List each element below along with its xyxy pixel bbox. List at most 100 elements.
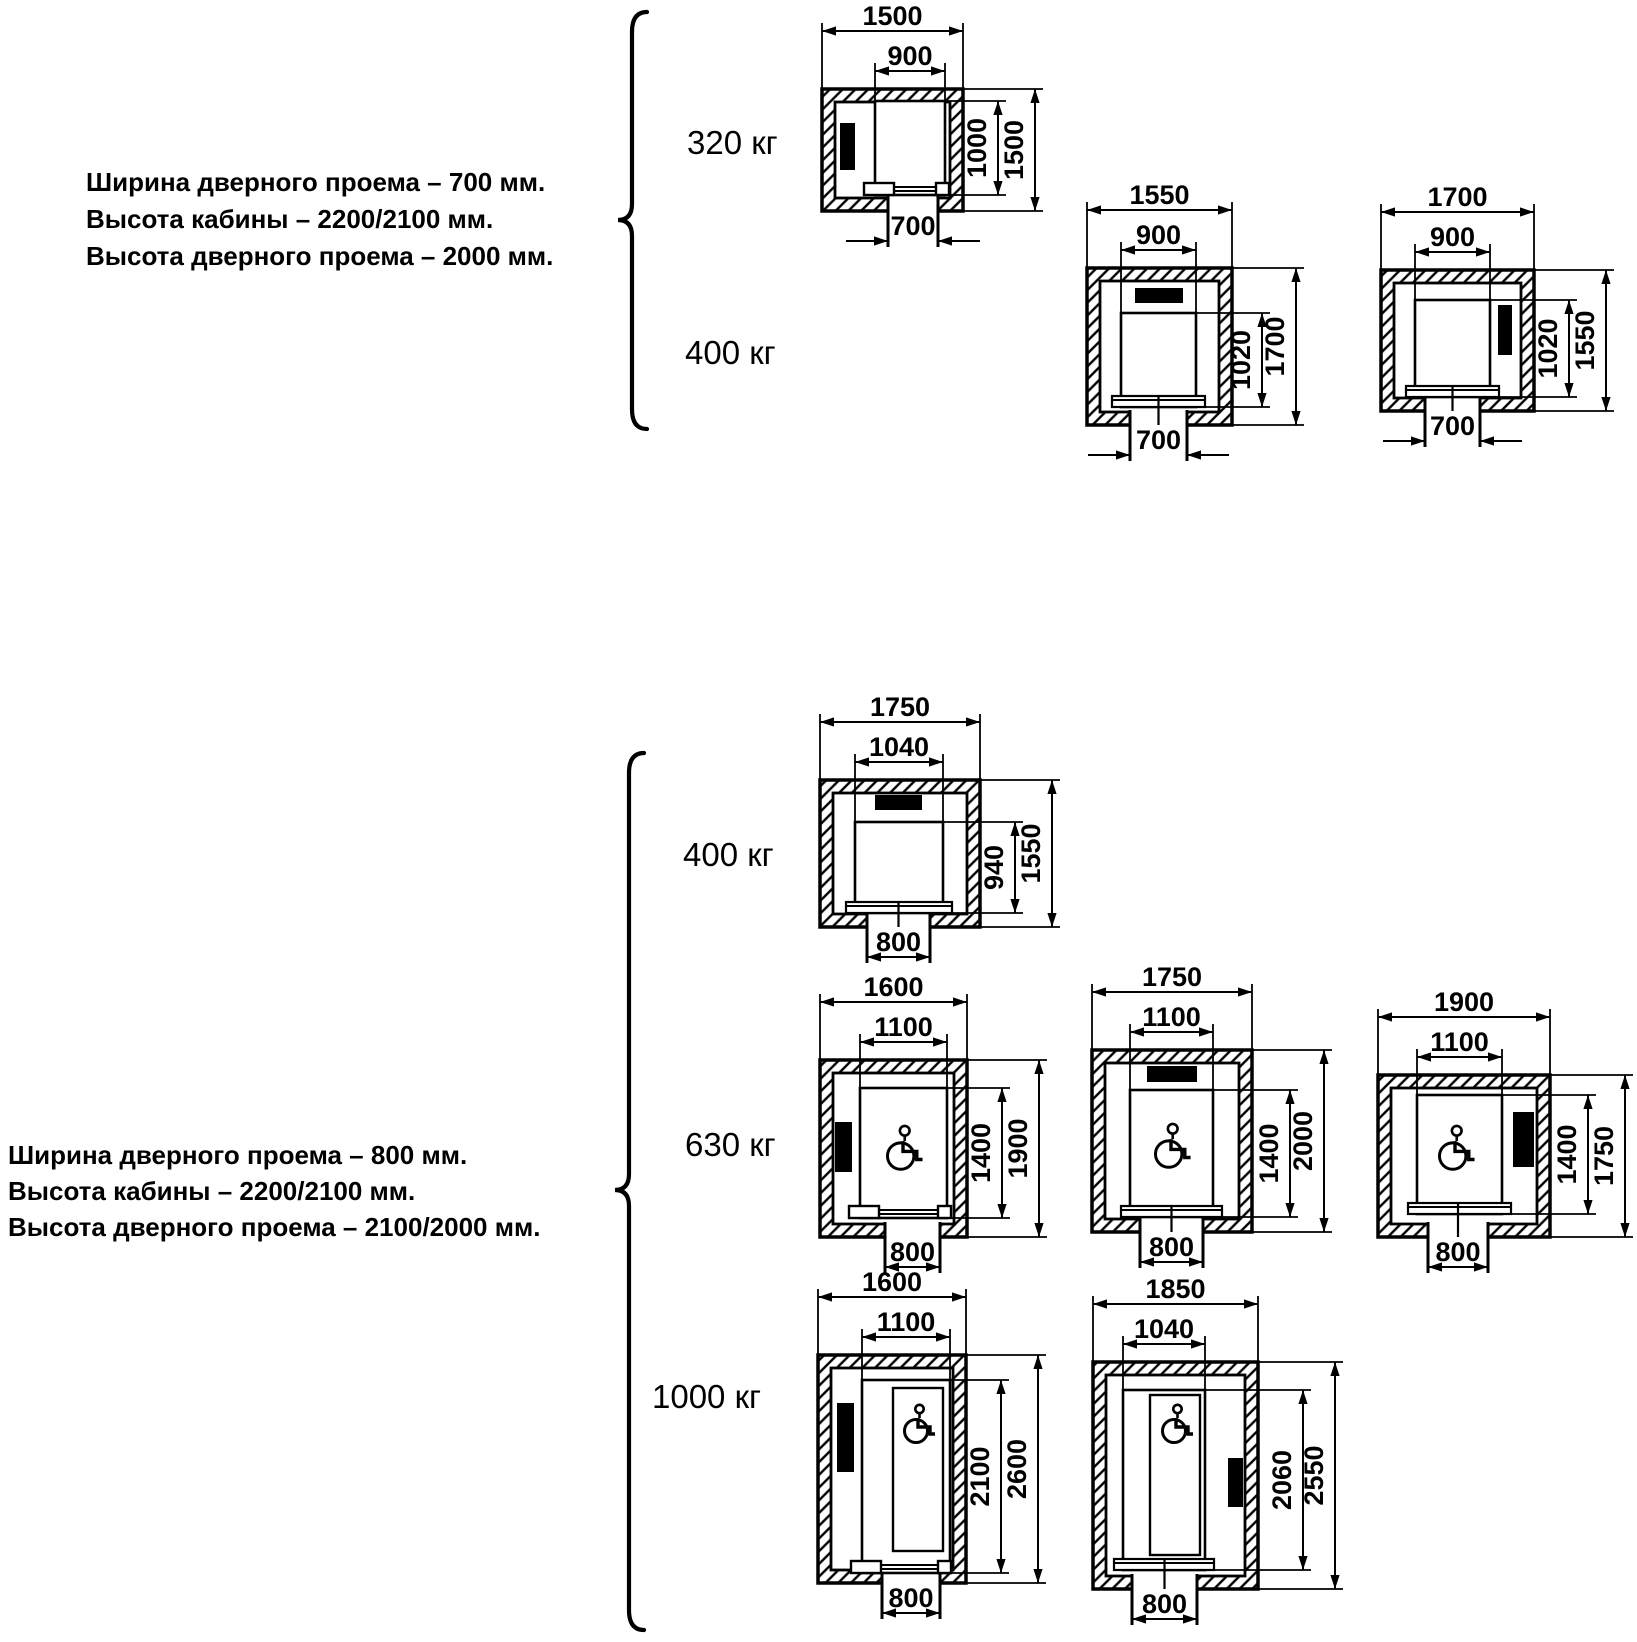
dim-arrowhead — [997, 1088, 1007, 1102]
dim-cab-depth: 2100 — [965, 1446, 995, 1506]
dim-arrowhead — [885, 1262, 899, 1272]
cabin-outline — [1128, 1088, 1215, 1219]
dim-cab-depth: 1000 — [962, 118, 992, 178]
dim-cab-width: 900 — [1430, 222, 1475, 252]
wheelchair-icon — [1153, 1122, 1191, 1169]
dim-arrowhead — [1291, 411, 1301, 425]
dim-arrowhead — [1319, 1050, 1329, 1064]
dim-arrowhead — [993, 101, 1003, 115]
dim-cab-depth: 1400 — [966, 1123, 996, 1183]
note-line: Ширина дверного проема – 800 мм. — [8, 1140, 468, 1170]
dim-arrowhead — [1330, 1575, 1340, 1589]
door-operator — [849, 1559, 883, 1575]
dim-cab-depth: 1400 — [1254, 1123, 1284, 1183]
cabin-outline — [1415, 1093, 1504, 1216]
door-operator — [847, 1204, 881, 1220]
dim-arrowhead — [949, 26, 963, 36]
dim-arrowhead — [820, 997, 834, 1007]
dim-shaft-depth: 2000 — [1288, 1111, 1318, 1171]
dim-cab-width: 1040 — [1134, 1314, 1194, 1344]
dim-arrowhead — [933, 1037, 947, 1047]
dim-arrowhead — [1298, 1556, 1308, 1570]
capacity-label-1000kg: 1000 кг — [652, 1378, 762, 1415]
dim-arrowhead — [1285, 1203, 1295, 1217]
dim-arrowhead — [818, 1292, 832, 1302]
dim-arrowhead — [931, 66, 945, 76]
dim-arrowhead — [1123, 1339, 1137, 1349]
dim-shaft-width: 1850 — [1145, 1274, 1205, 1304]
note-line: Высота дверного проема – 2100/2000 мм. — [8, 1212, 541, 1242]
dim-door-width: 700 — [1136, 425, 1181, 455]
dim-arrowhead — [1199, 1027, 1213, 1037]
dim-cab-width: 1100 — [1142, 1002, 1201, 1032]
dim-arrowhead — [1244, 1299, 1258, 1309]
dim-door-width: 800 — [876, 927, 921, 957]
dim-cab-width: 1100 — [877, 1307, 936, 1337]
dim-arrowhead — [996, 1380, 1006, 1394]
dim-arrowhead — [1182, 245, 1196, 255]
dim-arrowhead — [874, 236, 888, 246]
cabin-outline — [1413, 298, 1492, 399]
counterweight-right — [1498, 305, 1512, 355]
dim-arrowhead — [1601, 397, 1611, 411]
dim-arrowhead — [1378, 1012, 1392, 1022]
dim-arrowhead — [1238, 987, 1252, 997]
wheelchair-icon — [903, 1403, 935, 1444]
group-brace-1 — [617, 9, 650, 432]
dim-cab-width: 900 — [1136, 220, 1181, 250]
wheelchair-icon — [1437, 1124, 1475, 1171]
dim-shaft-width: 1700 — [1427, 182, 1487, 212]
dim-arrowhead — [1121, 245, 1135, 255]
counterweight-right — [1513, 1112, 1534, 1167]
dim-arrowhead — [1087, 205, 1101, 215]
dim-shaft-depth: 1750 — [1589, 1126, 1619, 1186]
note-line: Высота дверного проема – 2000 мм. — [86, 241, 554, 271]
counterweight-left — [840, 123, 855, 170]
counterweight-top — [1147, 1066, 1197, 1082]
dim-arrowhead — [996, 1559, 1006, 1573]
dim-door-width: 700 — [890, 211, 935, 241]
dim-arrowhead — [820, 717, 834, 727]
cabin-outline — [1121, 1388, 1207, 1572]
dim-arrowhead — [953, 997, 967, 1007]
dim-arrowhead — [1187, 450, 1201, 460]
dim-arrowhead — [1116, 450, 1130, 460]
cabin-outline — [853, 820, 945, 915]
door-block — [934, 181, 951, 197]
dim-door-width: 800 — [1149, 1232, 1194, 1262]
dim-arrowhead — [860, 1037, 874, 1047]
dim-arrowhead — [1047, 780, 1057, 794]
dim-shaft-width: 1600 — [862, 1267, 922, 1297]
door-opening — [888, 196, 938, 213]
dim-shaft-depth: 1700 — [1260, 316, 1290, 376]
dim-arrowhead — [1564, 300, 1574, 314]
dim-arrowhead — [1218, 205, 1232, 215]
cabin-outline — [873, 99, 947, 197]
dim-shaft-depth: 2550 — [1299, 1445, 1329, 1505]
dim-door-width: 800 — [1142, 1589, 1187, 1619]
dim-arrowhead — [1417, 1052, 1431, 1062]
dim-shaft-width: 1750 — [870, 692, 930, 722]
dim-arrowhead — [966, 717, 980, 727]
dim-shaft-width: 1550 — [1129, 180, 1189, 210]
note-line: Высота кабины – 2200/2100 мм. — [8, 1176, 416, 1206]
door-operator — [862, 181, 896, 197]
dim-arrowhead — [1132, 1614, 1146, 1624]
dim-arrowhead — [1189, 1257, 1203, 1267]
dim-arrowhead — [1092, 987, 1106, 997]
dim-cab-width: 1100 — [874, 1012, 933, 1042]
dim-shaft-width: 1500 — [862, 1, 922, 31]
dim-arrowhead — [1191, 1339, 1205, 1349]
dim-arrowhead — [1047, 913, 1057, 927]
dim-arrowhead — [938, 236, 952, 246]
dim-arrowhead — [936, 1332, 950, 1342]
dim-arrowhead — [855, 757, 869, 767]
dim-arrowhead — [1298, 1390, 1308, 1404]
dim-arrowhead — [1010, 822, 1020, 836]
